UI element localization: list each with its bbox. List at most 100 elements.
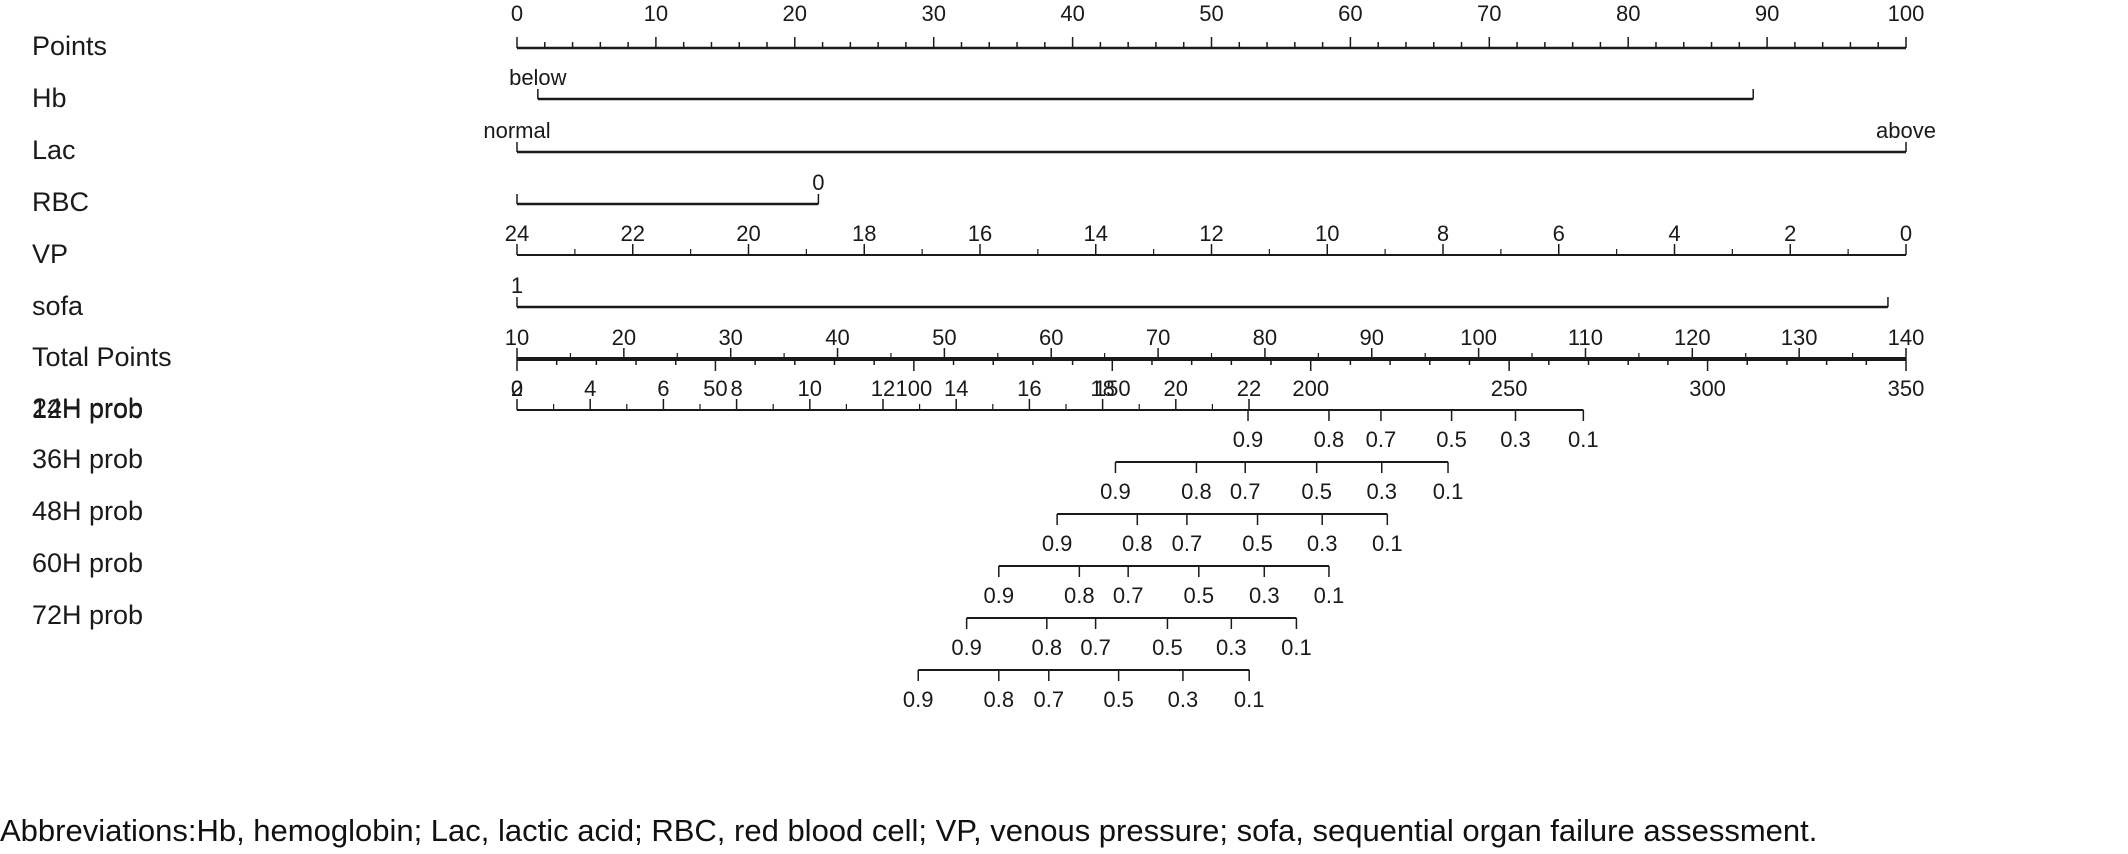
48h-prob-tick-label-0-8: 0.8 <box>1122 531 1153 556</box>
total-points-tick-label-40: 40 <box>825 325 849 350</box>
points-tick-label-30: 30 <box>921 1 945 26</box>
total-points-tick-label-350: 350 <box>1888 376 1925 401</box>
12h-prob-tick-label-4: 4 <box>584 376 596 401</box>
bottom-prob-tick-label-0-1: 0.1 <box>1234 687 1265 712</box>
48h-prob-tick-label-0-3: 0.3 <box>1307 531 1338 556</box>
24h-prob-tick-label-0-3: 0.3 <box>1500 427 1531 452</box>
points-tick-label-50: 50 <box>1199 1 1223 26</box>
total-points-tick-label-50: 50 <box>703 376 727 401</box>
vp-tick-label-20: 20 <box>736 221 760 246</box>
60h-prob-tick-label-0-3: 0.3 <box>1249 583 1280 608</box>
12h-prob-tick-label-6: 6 <box>657 376 669 401</box>
72h-prob-tick-label-0-5: 0.5 <box>1152 635 1183 660</box>
12h-prob-tick-label-10: 10 <box>798 376 822 401</box>
total-points-tick-label-80: 80 <box>1253 325 1277 350</box>
vp-tick-label-0: 0 <box>1900 221 1912 246</box>
12h-prob-tick-label-16: 16 <box>1017 376 1041 401</box>
12h-prob-tick-label-22: 22 <box>1237 376 1261 401</box>
row-label-60h-prob: 60H prob <box>32 548 143 578</box>
points-tick-label-0: 0 <box>511 1 523 26</box>
total-points-tick-label-200: 200 <box>1292 376 1329 401</box>
row-label-24h-prob: 24H prob <box>32 393 143 423</box>
row-label-sofa: sofa <box>32 291 84 321</box>
12h-prob-tick-label-18: 18 <box>1090 376 1114 401</box>
12h-prob-tick-label-8: 8 <box>730 376 742 401</box>
60h-prob-tick-label-0-9: 0.9 <box>983 583 1014 608</box>
vp-tick-label-24: 24 <box>505 221 529 246</box>
total-points-tick-label-90: 90 <box>1360 325 1384 350</box>
total-points-tick-label-150: 150 <box>1094 376 1131 401</box>
24h-prob-tick-label-0-7: 0.7 <box>1366 427 1397 452</box>
row-label-36h-prob: 36H prob <box>32 444 143 474</box>
total-points-tick-label-120: 120 <box>1674 325 1711 350</box>
row-label-48h-prob: 48H prob <box>32 496 143 526</box>
36h-prob-tick-label-0-9: 0.9 <box>1100 479 1131 504</box>
48h-prob-tick-label-0-1: 0.1 <box>1372 531 1403 556</box>
36h-prob-tick-label-0-5: 0.5 <box>1301 479 1332 504</box>
36h-prob-tick-label-0-1: 0.1 <box>1433 479 1464 504</box>
total-points-tick-label-100: 100 <box>1460 325 1497 350</box>
36h-prob-tick-label-0-3: 0.3 <box>1366 479 1397 504</box>
24h-prob-tick-label-0-8: 0.8 <box>1314 427 1345 452</box>
60h-prob-tick-label-0-1: 0.1 <box>1314 583 1345 608</box>
total-points-tick-label-0: 0 <box>511 376 523 401</box>
row-label-72h-prob: 72H prob <box>32 600 143 630</box>
vp-tick-label-18: 18 <box>852 221 876 246</box>
row-label-vp: VP <box>32 239 68 269</box>
bottom-prob-tick-label-0-8: 0.8 <box>983 687 1014 712</box>
vp-tick-label-10: 10 <box>1315 221 1339 246</box>
lac-category-label-normal: normal <box>483 118 550 143</box>
12h-prob-tick-label-2: 2 <box>511 376 523 401</box>
total-points-tick-label-50: 50 <box>932 325 956 350</box>
24h-prob-tick-label-0-9: 0.9 <box>1233 427 1264 452</box>
vp-tick-label-4: 4 <box>1668 221 1680 246</box>
12h-prob-tick-label-12: 12 <box>871 376 895 401</box>
bottom-prob-tick-label-0-7: 0.7 <box>1033 687 1064 712</box>
bottom-prob-tick-label-0-5: 0.5 <box>1103 687 1134 712</box>
hb-category-label-below: below <box>509 65 567 90</box>
vp-tick-label-6: 6 <box>1553 221 1565 246</box>
rbc-category-label-0: 0 <box>812 170 824 195</box>
points-tick-label-40: 40 <box>1060 1 1084 26</box>
total-points-tick-label-100: 100 <box>895 376 932 401</box>
lac-category-label-above: above <box>1876 118 1936 143</box>
total-points-tick-label-10: 10 <box>505 325 529 350</box>
points-tick-label-10: 10 <box>644 1 668 26</box>
total-points-tick-label-60: 60 <box>1039 325 1063 350</box>
points-tick-label-90: 90 <box>1755 1 1779 26</box>
row-label-rbc: RBC <box>32 187 89 217</box>
60h-prob-tick-label-0-8: 0.8 <box>1064 583 1095 608</box>
72h-prob-tick-label-0-1: 0.1 <box>1281 635 1312 660</box>
total-points-tick-label-20: 20 <box>612 325 636 350</box>
60h-prob-tick-label-0-5: 0.5 <box>1184 583 1215 608</box>
total-points-tick-label-110: 110 <box>1568 325 1603 350</box>
vp-tick-label-16: 16 <box>968 221 992 246</box>
12h-prob-tick-label-14: 14 <box>944 376 968 401</box>
points-tick-label-100: 100 <box>1888 1 1925 26</box>
vp-tick-label-22: 22 <box>621 221 645 246</box>
total-points-tick-label-70: 70 <box>1146 325 1170 350</box>
72h-prob-tick-label-0-9: 0.9 <box>951 635 982 660</box>
total-points-tick-label-130: 130 <box>1781 325 1818 350</box>
24h-prob-tick-label-0-5: 0.5 <box>1436 427 1467 452</box>
row-label-12h-prob: 12H prob <box>32 394 143 424</box>
36h-prob-tick-label-0-8: 0.8 <box>1181 479 1212 504</box>
72h-prob-tick-label-0-7: 0.7 <box>1080 635 1111 660</box>
72h-prob-tick-label-0-3: 0.3 <box>1216 635 1247 660</box>
vp-tick-label-8: 8 <box>1437 221 1449 246</box>
total-points-tick-label-250: 250 <box>1491 376 1528 401</box>
total-points-tick-label-30: 30 <box>718 325 742 350</box>
points-tick-label-80: 80 <box>1616 1 1640 26</box>
row-label-points: Points <box>32 31 107 61</box>
bottom-prob-tick-label-0-3: 0.3 <box>1168 687 1199 712</box>
row-label-lac: Lac <box>32 135 76 165</box>
60h-prob-tick-label-0-7: 0.7 <box>1113 583 1144 608</box>
vp-tick-label-14: 14 <box>1084 221 1108 246</box>
points-tick-label-20: 20 <box>783 1 807 26</box>
48h-prob-tick-label-0-5: 0.5 <box>1242 531 1273 556</box>
points-tick-label-60: 60 <box>1338 1 1362 26</box>
48h-prob-tick-label-0-9: 0.9 <box>1042 531 1073 556</box>
vp-tick-label-2: 2 <box>1784 221 1796 246</box>
sofa-category-label-1: 1 <box>511 273 523 298</box>
